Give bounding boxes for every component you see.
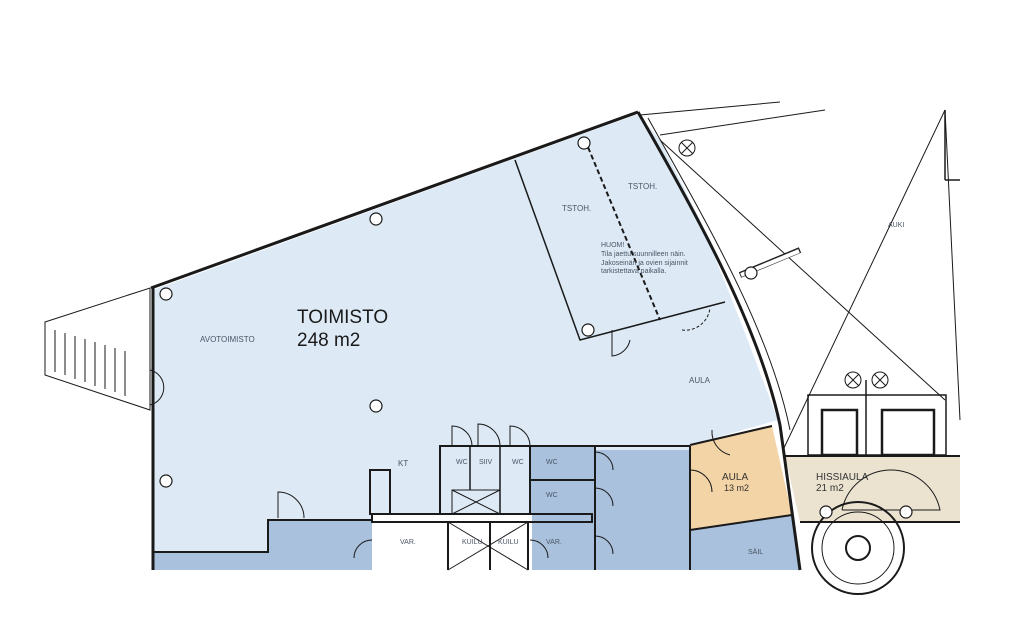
auki-label: AUKI — [888, 222, 905, 229]
wc-core — [440, 446, 530, 514]
kuilu-label-2: KUILU — [498, 539, 519, 546]
open-office-label: AVOTOIMISTO — [200, 335, 255, 344]
var-label-2: VAR. — [546, 539, 562, 546]
aula-room-name: AULA — [722, 472, 749, 483]
lift-lobby-area — [785, 456, 960, 522]
storage-area — [690, 515, 800, 570]
office-room-area: 248 m2 — [297, 330, 361, 351]
walls — [44, 101, 961, 595]
lift-lobby-name: HISSIAULA — [816, 472, 869, 483]
note-title: HUOM! — [601, 242, 625, 249]
aula-label: AULA — [689, 376, 710, 385]
wc-label-1: WC — [456, 459, 468, 466]
wc-label-4: WC — [546, 492, 558, 499]
var-label-1: VAR. — [400, 539, 416, 546]
wc-label-2: WC — [512, 459, 524, 466]
wc-label-3: WC — [546, 459, 558, 466]
kt-label: KT — [398, 459, 409, 468]
tstoh-label-2: TSTOH. — [628, 182, 658, 191]
tstoh-label-1: TSTOH. — [562, 204, 592, 213]
shaft-area — [372, 514, 532, 570]
siiv-label: SIIV — [479, 459, 493, 466]
note-text: Tila jaettu suunnilleen näin. Jakoseinän… — [601, 251, 688, 275]
office-room-name: TOIMISTO — [297, 307, 389, 328]
service-core — [153, 446, 690, 570]
kuilu-label-1: KUILU — [462, 539, 483, 546]
lift-lobby-area: 21 m2 — [816, 483, 844, 494]
storage-label: SÄIL — [748, 549, 764, 556]
aula-room-area: 13 m2 — [724, 483, 750, 493]
aula-area — [690, 426, 792, 530]
